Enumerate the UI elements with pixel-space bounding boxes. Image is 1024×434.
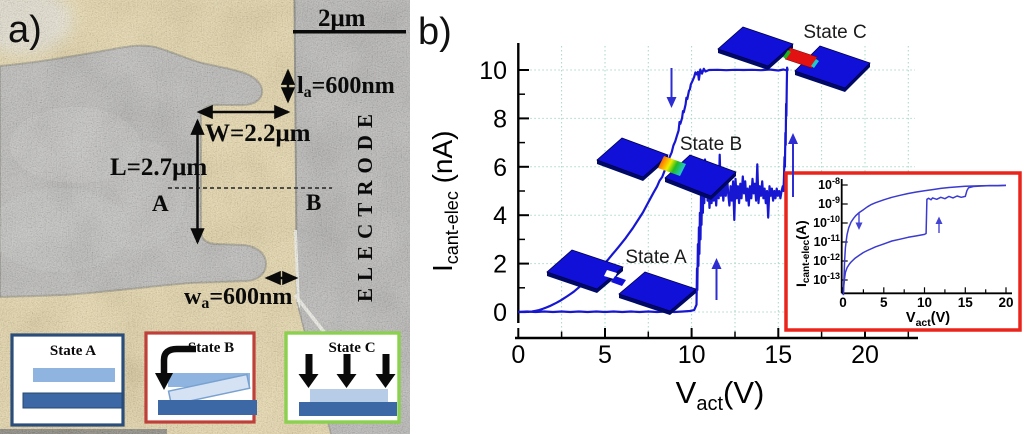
arrow-down-release <box>666 97 677 108</box>
svg-text:10-11: 10-11 <box>814 233 840 249</box>
state-a-bottom-electrode <box>22 392 123 409</box>
inset-x-axis-label: Vact(V) <box>906 310 950 329</box>
svg-text:5: 5 <box>598 341 612 369</box>
schematic-state-a <box>546 249 697 315</box>
svg-text:5: 5 <box>880 295 888 310</box>
dim-wa-label: wa=600nm <box>184 284 292 312</box>
inset-state-b-title: State B <box>188 340 234 356</box>
state-b-label: State B <box>680 134 742 155</box>
svg-text:10-10: 10-10 <box>813 214 840 230</box>
svg-text:15: 15 <box>764 341 792 369</box>
marker-b: B <box>306 190 321 215</box>
svg-text:10: 10 <box>479 57 507 85</box>
electrode-label: ELECTRODE <box>353 114 377 302</box>
inset-curve-upper <box>842 184 1007 292</box>
arrow-up-statec <box>788 133 798 144</box>
state-c-label: State C <box>803 22 866 43</box>
state-b-contact-rainbow <box>658 156 686 176</box>
plot-arrows <box>666 68 798 300</box>
svg-text:10-12: 10-12 <box>813 252 840 268</box>
state-a-top-beam <box>33 368 115 382</box>
svg-text:8: 8 <box>493 105 507 133</box>
state-c-top-beam <box>310 389 388 402</box>
svg-text:10: 10 <box>917 295 932 310</box>
svg-text:10-9: 10-9 <box>818 195 840 211</box>
state-b-bottom-electrode <box>158 400 257 415</box>
y-tick-labels: 0 2 4 6 8 10 <box>479 57 507 327</box>
inset-state-c: State C <box>284 331 401 424</box>
svg-text:0: 0 <box>493 299 507 327</box>
panel-a-label: a) <box>8 9 42 51</box>
y-axis-label: Icant-elec (nA) <box>427 130 462 272</box>
marker-a: A <box>152 191 169 216</box>
state-b-tilted-beam <box>167 373 251 406</box>
plot-panel: b) <box>418 11 1022 415</box>
panel-b-label: b) <box>418 11 452 53</box>
dim-la-label: la=600nm <box>297 73 395 101</box>
dim-w-label: W=2.2μm <box>205 120 311 147</box>
svg-text:10-8: 10-8 <box>818 176 840 192</box>
curve-reverse-sweep <box>518 67 789 314</box>
inset-state-a: State A <box>10 333 125 427</box>
svg-text:6: 6 <box>493 154 507 182</box>
inset-curve-lower <box>842 184 1007 296</box>
inset-plot: 10-8 10-9 10-10 10-11 10-12 10-13 0 5 10… <box>784 171 1022 332</box>
inset-x-tick-labels: 0 5 10 15 20 <box>839 295 1013 310</box>
dim-l-label: L=2.7μm <box>110 154 207 181</box>
state-b-bend-arrow <box>160 345 196 374</box>
svg-text:4: 4 <box>493 202 507 230</box>
scalebar <box>293 30 406 34</box>
y-ticks <box>518 69 529 313</box>
inset-state-a-title: State A <box>50 343 96 359</box>
inset-y-tick-labels: 10-8 10-9 10-10 10-11 10-12 10-13 <box>813 176 840 287</box>
x-axis-label: Vact(V) <box>676 375 765 415</box>
x-tick-labels: 0 5 10 15 20 <box>511 341 879 369</box>
scalebar-label: 2μm <box>318 5 366 32</box>
state-c-press-arrow-1 <box>298 354 319 388</box>
svg-text:20: 20 <box>998 295 1013 310</box>
axes <box>515 43 918 340</box>
schematic-state-b <box>596 137 737 200</box>
inset-state-c-title: State C <box>328 340 375 356</box>
svg-text:0: 0 <box>511 341 525 369</box>
state-c-press-arrow-3 <box>375 354 396 388</box>
svg-text:2: 2 <box>493 251 507 279</box>
inset-y-axis-label: Icant-elec(A) <box>793 220 812 287</box>
svg-text:0: 0 <box>839 295 847 310</box>
state-b-bend-arrowhead <box>155 373 173 390</box>
sem-panel: a) 2μm la=600nm W=2.2μm L=2.7μm A B wa=6… <box>0 0 410 434</box>
arrow-up-pullin <box>711 258 722 269</box>
schematic-state-c <box>717 26 871 92</box>
svg-text:10-13: 10-13 <box>813 271 840 287</box>
state-c-bottom-electrode <box>299 402 397 416</box>
svg-text:20: 20 <box>851 341 879 369</box>
inset-state-b: State B <box>144 331 257 424</box>
state-a-label: State A <box>625 247 687 268</box>
svg-text:10: 10 <box>678 341 706 369</box>
state-c-press-arrow-2 <box>336 354 357 388</box>
svg-text:15: 15 <box>958 295 974 310</box>
inset-arrows <box>855 213 943 233</box>
